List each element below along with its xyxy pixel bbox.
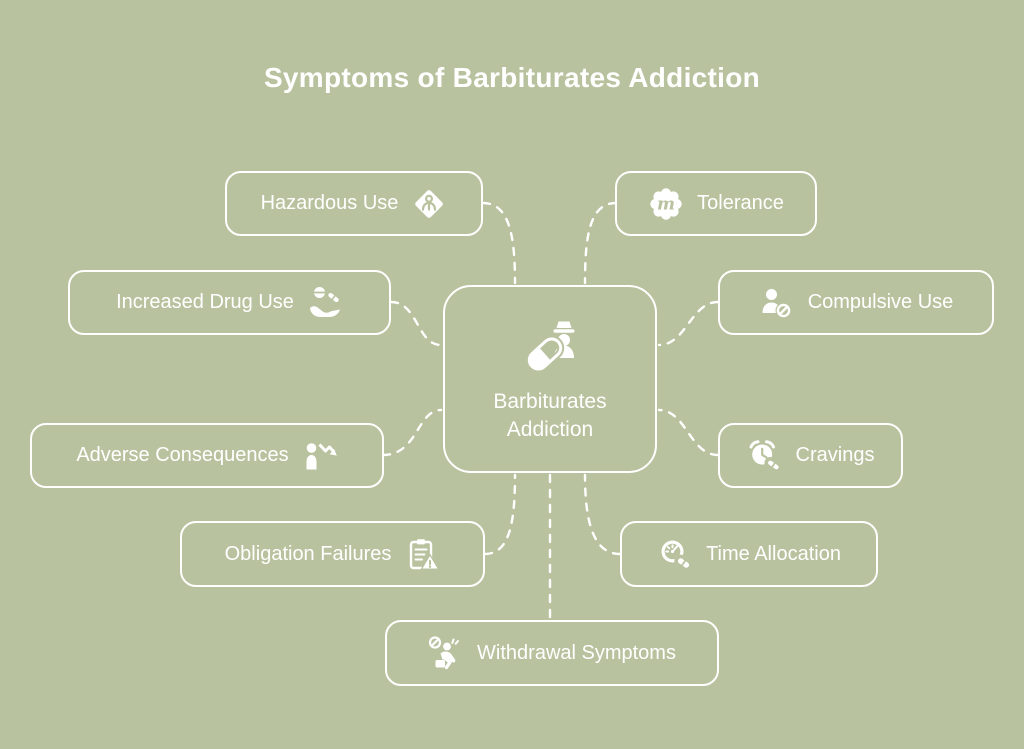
node-adverse-consequences: Adverse Consequences <box>30 423 384 488</box>
hand-pills-icon <box>309 286 342 317</box>
node-label: Cravings <box>795 444 875 466</box>
node-increased-drug-use: Increased Drug Use <box>68 270 391 335</box>
node-compulsive-use: Compulsive Use <box>718 270 994 335</box>
person-decline-arrow-icon <box>306 442 337 469</box>
node-hazardous-use: Hazardous Use <box>225 171 483 236</box>
connector-compulsive-use <box>657 300 720 347</box>
node-label: Adverse Consequences <box>76 444 289 466</box>
tolerance-badge-icon: m <box>650 187 682 220</box>
hazard-diamond-icon <box>415 189 444 218</box>
connector-hazardous-use <box>481 201 517 285</box>
gauge-pill-icon <box>661 540 693 572</box>
tolerance-badge-letter: m <box>657 194 675 214</box>
node-label: Withdrawal Symptoms <box>477 641 676 664</box>
node-cravings: Cravings <box>718 423 903 488</box>
connector-obligation-failures <box>483 473 517 556</box>
connector-time-allocation <box>583 473 622 556</box>
alarm-clock-pill-icon <box>749 439 782 473</box>
node-label: Tolerance <box>697 192 784 214</box>
pill-user-icon <box>525 321 575 373</box>
node-label: Time Allocation <box>706 542 841 565</box>
person-withdrawal-icon <box>428 636 460 670</box>
node-label: Hazardous Use <box>260 192 399 214</box>
node-label: Obligation Failures <box>224 542 392 565</box>
connector-cravings <box>657 408 720 457</box>
center-node-label: Barbiturates Addiction <box>493 389 607 441</box>
node-withdrawal-symptoms: Withdrawal Symptoms <box>385 620 719 686</box>
node-label: Increased Drug Use <box>116 291 294 313</box>
connector-increased-drug-use <box>389 300 443 347</box>
node-obligation-failures: Obligation Failures <box>180 521 485 587</box>
connector-adverse-consequences <box>381 408 443 457</box>
clipboard-warning-icon <box>410 539 440 570</box>
user-prohibition-icon <box>762 288 792 318</box>
node-time-allocation: Time Allocation <box>620 521 878 587</box>
node-tolerance: m Tolerance <box>615 171 817 236</box>
center-node-barbiturates-addiction: Barbiturates Addiction <box>443 285 657 473</box>
page-title: Symptoms of Barbiturates Addiction <box>263 62 761 93</box>
connector-tolerance <box>583 201 618 285</box>
node-label: Compulsive Use <box>807 291 954 313</box>
